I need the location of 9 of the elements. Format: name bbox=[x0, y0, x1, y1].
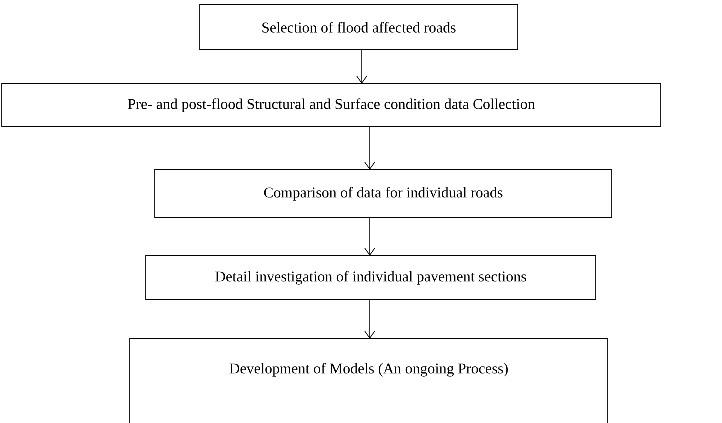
process-box: Detail investigation of individual pavement sections bbox=[146, 256, 596, 300]
process-box: Selection of flood affected roads bbox=[200, 4, 518, 50]
process-box: Development of Models (An ongoing Process) bbox=[130, 338, 608, 423]
arrow bbox=[364, 218, 376, 256]
process-box: Pre- and post-flood Structural and Surface condition data Collection bbox=[2, 84, 662, 128]
arrow bbox=[364, 300, 376, 339]
process-box: Comparison of data for individual roads bbox=[154, 170, 612, 218]
arrow bbox=[364, 126, 376, 170]
arrow bbox=[356, 50, 368, 84]
